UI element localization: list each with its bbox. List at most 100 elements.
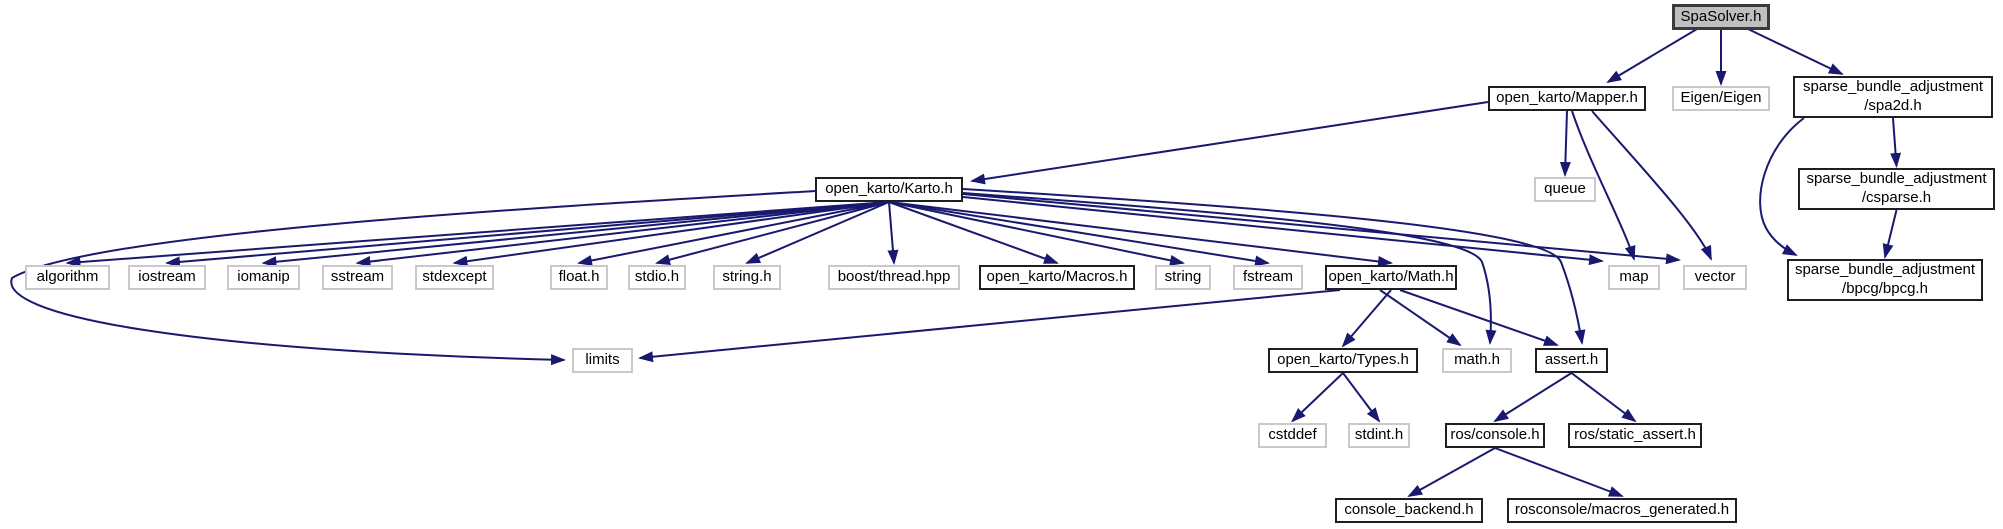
node-label: Eigen/Eigen [1680, 89, 1762, 107]
node-macros_generated[interactable]: rosconsole/macros_generated.h [1507, 498, 1737, 523]
edge-karto-stdioh [655, 201, 890, 266]
node-label: stdexcept [422, 268, 487, 286]
node-label: fstream [1242, 268, 1293, 286]
edge-karto-mathh [962, 192, 1497, 345]
edge-mapper-map [1571, 110, 1636, 261]
node-console_backend[interactable]: console_backend.h [1335, 498, 1483, 523]
node-csparse[interactable]: sparse_bundle_adjustment/csparse.h [1798, 168, 1995, 210]
node-spa2d[interactable]: sparse_bundle_adjustment/spa2d.h [1793, 76, 1993, 118]
edge-karto-floath [577, 201, 890, 266]
node-boost: boost/thread.hpp [828, 265, 960, 290]
node-label: open_karto/Math.h [1328, 268, 1454, 286]
node-stdexcept: stdexcept [415, 265, 494, 290]
edge-karto-stringh [745, 201, 890, 264]
edge-karto-iomanip [261, 201, 890, 268]
node-label: ros/static_assert.h [1574, 426, 1696, 444]
node-label: open_karto/Macros.h [986, 268, 1128, 286]
edge-math_open-asserth [1399, 289, 1559, 346]
edge-karto-sstream [355, 201, 890, 267]
node-stdinth: stdint.h [1348, 423, 1410, 448]
node-bpcg[interactable]: sparse_bundle_adjustment/bpcg/bpcg.h [1787, 259, 1983, 301]
edge-types-stdinth [1342, 372, 1381, 423]
node-map: map [1608, 265, 1660, 290]
node-label: iostream [138, 268, 196, 286]
node-cstddef: cstddef [1258, 423, 1327, 448]
node-iomanip: iomanip [227, 265, 300, 290]
node-label: algorithm [36, 268, 99, 286]
node-rosconsole[interactable]: ros/console.h [1445, 423, 1545, 448]
node-label: boost/thread.hpp [837, 268, 951, 286]
edge-karto-math_open [888, 201, 1393, 267]
edge-rosconsole-console_backend [1407, 447, 1496, 497]
node-sstream: sstream [322, 265, 393, 290]
edge-karto-algorithm [65, 201, 890, 268]
node-label: open_karto/Mapper.h [1496, 89, 1638, 107]
node-label: stdint.h [1354, 426, 1404, 444]
node-asserth[interactable]: assert.h [1535, 348, 1608, 373]
node-label: string [1164, 268, 1202, 286]
node-label: SpaSolver.h [1680, 7, 1762, 25]
node-label: ros/console.h [1450, 426, 1540, 444]
edge-mapper-queue [1559, 110, 1571, 177]
edge-asserth-rosconsole [1493, 372, 1573, 423]
node-label: open_karto/Types.h [1277, 351, 1409, 369]
node-label: /csparse.h [1861, 189, 1932, 206]
node-label: /spa2d.h [1864, 97, 1922, 114]
node-stdioh: stdio.h [628, 265, 686, 290]
node-types[interactable]: open_karto/Types.h [1268, 348, 1418, 373]
node-math_open[interactable]: open_karto/Math.h [1325, 265, 1457, 290]
node-karto[interactable]: open_karto/Karto.h [815, 177, 963, 202]
node-queue: queue [1534, 177, 1596, 202]
node-label: sparse_bundle_adjustment [1806, 170, 1987, 188]
edge-spa2d-bpcg [1759, 117, 1805, 256]
node-static_assert[interactable]: ros/static_assert.h [1568, 423, 1702, 448]
edge-math_open-mathh [1379, 289, 1462, 347]
node-label: console_backend.h [1344, 501, 1474, 519]
edge-rosconsole-macros_generated [1494, 447, 1624, 497]
node-macros[interactable]: open_karto/Macros.h [979, 265, 1135, 290]
node-label: stdio.h [634, 268, 680, 286]
node-mathh: math.h [1442, 348, 1512, 373]
edge-karto-fstream [888, 201, 1270, 267]
edge-karto-map [962, 196, 1604, 266]
node-label: sparse_bundle_adjustment [1794, 261, 1976, 279]
node-limits: limits [572, 348, 633, 373]
node-label: limits [585, 351, 620, 369]
edge-mapper-vector [1591, 110, 1712, 261]
node-floath: float.h [550, 265, 608, 290]
node-label: rosconsole/macros_generated.h [1514, 501, 1730, 519]
node-label: iomanip [237, 268, 290, 286]
node-mapper[interactable]: open_karto/Mapper.h [1488, 86, 1646, 111]
edge-math_open-limits [638, 289, 1341, 363]
node-label: sstream [330, 268, 385, 286]
node-label: /bpcg/bpcg.h [1842, 280, 1928, 297]
edge-karto-stdexcept [452, 201, 890, 267]
edge-csparse-bpcg [1882, 209, 1898, 259]
edge-karto-vector [962, 193, 1681, 265]
node-label: map [1619, 268, 1649, 286]
edge-spa2d-csparse [1890, 117, 1902, 168]
node-label: queue [1544, 180, 1586, 198]
node-label: open_karto/Karto.h [825, 180, 953, 198]
edge-karto-boost [887, 201, 899, 265]
node-label: vector [1694, 268, 1736, 286]
edge-mapper-karto [970, 101, 1489, 185]
node-label: float.h [558, 268, 600, 286]
edge-karto-asserth [962, 188, 1586, 345]
node-string: string [1155, 265, 1211, 290]
node-spasolver[interactable]: SpaSolver.h [1672, 4, 1770, 30]
node-algorithm: algorithm [25, 265, 110, 290]
node-fstream: fstream [1233, 265, 1303, 290]
edge-types-cstddef [1291, 372, 1344, 423]
node-eigen: Eigen/Eigen [1672, 86, 1770, 111]
node-iostream: iostream [128, 265, 206, 290]
node-label: string.h [722, 268, 772, 286]
edge-spasolver-mapper [1606, 28, 1698, 84]
edge-math_open-types [1341, 289, 1392, 348]
node-stringh: string.h [713, 265, 781, 290]
edge-karto-string [888, 201, 1185, 266]
node-label: math.h [1454, 351, 1500, 369]
edge-karto-iostream [165, 201, 890, 268]
